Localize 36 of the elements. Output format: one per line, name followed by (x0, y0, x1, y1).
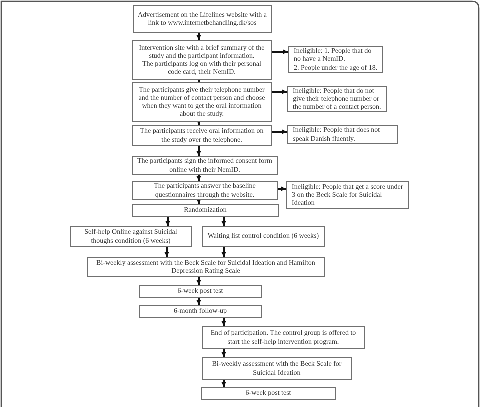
process-box (201, 387, 336, 400)
arrow (196, 175, 202, 181)
process-box (132, 125, 272, 146)
process-box (70, 226, 192, 247)
arrow (222, 247, 226, 257)
arrow (166, 217, 170, 226)
process-box (139, 305, 262, 318)
arrow (272, 50, 288, 54)
arrow (272, 130, 287, 134)
process-box (133, 5, 272, 33)
arrow (222, 217, 226, 226)
arrow (222, 380, 226, 387)
exclusion-box (286, 181, 409, 209)
arrow (272, 90, 287, 94)
process-box (132, 181, 278, 200)
exclusion-box (288, 46, 383, 73)
arrow (196, 298, 202, 305)
arrow (222, 318, 226, 326)
process-box (132, 156, 278, 175)
arrow (196, 33, 202, 40)
process-box (202, 226, 325, 247)
arrow (196, 199, 202, 204)
arrow (164, 247, 170, 257)
process-box (132, 82, 272, 122)
arrow (196, 146, 202, 156)
arrow (196, 277, 202, 285)
process-box (139, 285, 262, 298)
process-box (87, 257, 325, 277)
arrow (222, 349, 226, 357)
process-box (202, 357, 352, 380)
process-box (202, 326, 365, 349)
arrow (278, 186, 286, 192)
process-box (132, 204, 279, 217)
process-box (132, 40, 272, 80)
exclusion-box (287, 125, 398, 144)
arrow (196, 120, 202, 125)
